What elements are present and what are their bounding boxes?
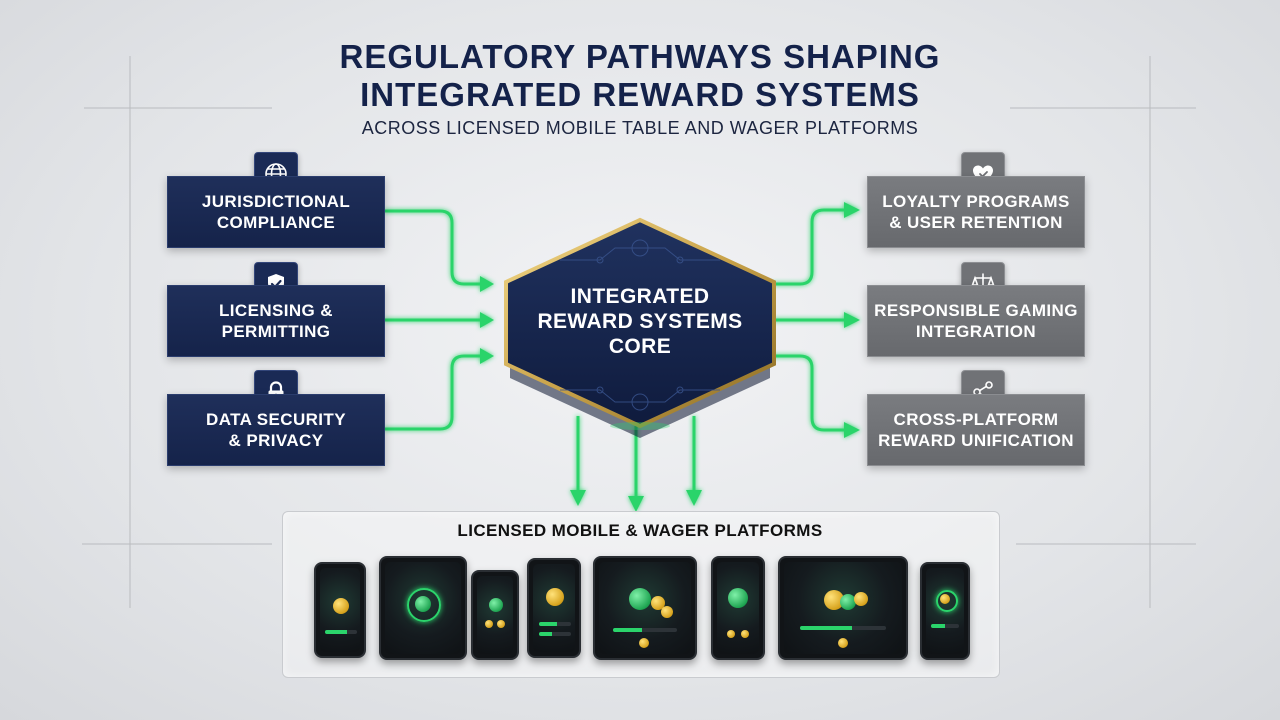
progress-bar [539,632,571,636]
device-screen [477,576,513,654]
coin-icon [651,596,665,610]
chip-icon [485,620,493,628]
device-tablet-2 [593,556,697,660]
coin-icon [415,596,431,612]
node-loyalty-programs: LOYALTY PROGRAMS & USER RETENTION [867,176,1085,248]
coin-icon [728,588,748,608]
arrowhead-left-2 [480,312,494,328]
platforms-title: LICENSED MOBILE & WAGER PLATFORMS [457,521,823,540]
device-phone-3 [527,558,581,658]
coin-icon [940,594,950,604]
ring-icon [407,588,441,622]
progress-bar [800,626,886,630]
coin-icon [489,598,503,612]
coin-icon [854,592,868,606]
coin-icon [629,588,651,610]
node-label: CROSS-PLATFORM REWARD UNIFICATION [878,410,1074,450]
coin-icon [838,638,848,648]
arrowhead-down-1 [570,490,586,506]
connector-right-1 [772,208,846,286]
chip-icon [741,630,749,638]
arrowhead-right-2 [844,312,860,328]
progress-bar [613,628,677,632]
node-label: JURISDICTIONAL COMPLIANCE [201,192,351,232]
node-licensing-permitting: LICENSING & PERMITTING [167,285,385,357]
progress-bar [931,624,959,628]
device-screen [533,564,575,652]
title-line-2: INTEGRATED REWARD SYSTEMS [360,76,920,113]
coin-icon [333,598,349,614]
device-phone-4 [711,556,765,660]
arrowhead-down-2 [628,496,644,512]
node-data-security-privacy: DATA SECURITY & PRIVACY [167,394,385,466]
coin-icon [840,594,856,610]
progress-bar [539,622,571,626]
coin-icon [639,638,649,648]
node-cross-platform: CROSS-PLATFORM REWARD UNIFICATION [867,394,1085,466]
device-phone-5 [920,562,970,660]
ring-icon [936,590,958,612]
device-screen [717,562,759,654]
node-label: RESPONSIBLE GAMING INTEGRATION [874,301,1078,341]
arrowhead-left-3 [480,348,494,364]
arrowhead-right-1 [844,202,860,218]
device-screen [926,568,964,654]
chip-icon [497,620,505,628]
coin-icon [661,606,673,618]
connector-left-3 [384,354,482,431]
node-label: LICENSING & PERMITTING [219,301,333,341]
device-tablet-3 [778,556,908,660]
core-label: INTEGRATED REWARD SYSTEMS CORE [537,285,743,358]
device-tablet-1 [379,556,467,660]
coin-icon [824,590,844,610]
device-phone-2 [471,570,519,660]
title-line-1: REGULATORY PATHWAYS SHAPING [339,38,941,75]
coin-icon [546,588,564,606]
device-screen [784,562,902,654]
arrowhead-down-3 [686,490,702,506]
arrowhead-right-3 [844,422,860,438]
connector-right-3 [772,354,846,432]
progress-bar [325,630,357,634]
chip-icon [727,630,735,638]
node-label: LOYALTY PROGRAMS & USER RETENTION [882,192,1070,232]
device-screen [385,562,461,654]
device-phone-1 [314,562,366,658]
connector-left-1 [384,209,482,286]
node-responsible-gaming: RESPONSIBLE GAMING INTEGRATION [867,285,1085,357]
subtitle: ACROSS LICENSED MOBILE TABLE AND WAGER P… [361,118,919,138]
arrowhead-left-1 [480,276,494,292]
device-screen [320,568,360,652]
node-jurisdictional-compliance: JURISDICTIONAL COMPLIANCE [167,176,385,248]
device-screen [599,562,691,654]
node-label: DATA SECURITY & PRIVACY [206,410,346,450]
